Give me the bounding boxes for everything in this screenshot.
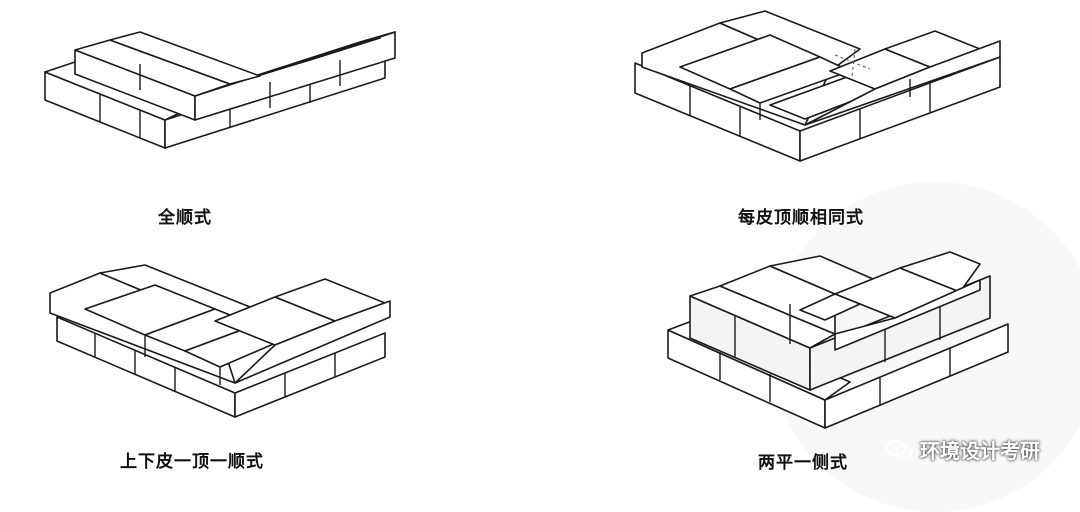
brick-wall-alternate [49, 264, 391, 418]
watermark-text: 环境设计考研 [920, 439, 1040, 463]
brick-wall-full-stretcher [44, 31, 396, 149]
diagram-header-stretcher-same-course: 每皮顶顺相同式 [630, 5, 1010, 228]
brick-wall-same-course [634, 10, 1001, 162]
diagram-caption: 上下皮一顶一顺式 [120, 452, 264, 472]
diagram-caption: 全顺式 [158, 208, 212, 228]
diagram-full-stretcher: 全顺式 [40, 20, 410, 228]
wechat-icon [886, 439, 913, 459]
diagram-caption: 两平一侧式 [758, 453, 848, 473]
diagram-two-flat-one-side: 两平一侧式 [660, 250, 1020, 473]
diagram-caption: 每皮顶顺相同式 [738, 208, 864, 228]
brick-wall-two-flat-one-side [667, 251, 1009, 429]
diagram-alternate-courses: 上下皮一顶一顺式 [45, 264, 405, 472]
watermark: 环境设计考研 [886, 435, 1040, 464]
